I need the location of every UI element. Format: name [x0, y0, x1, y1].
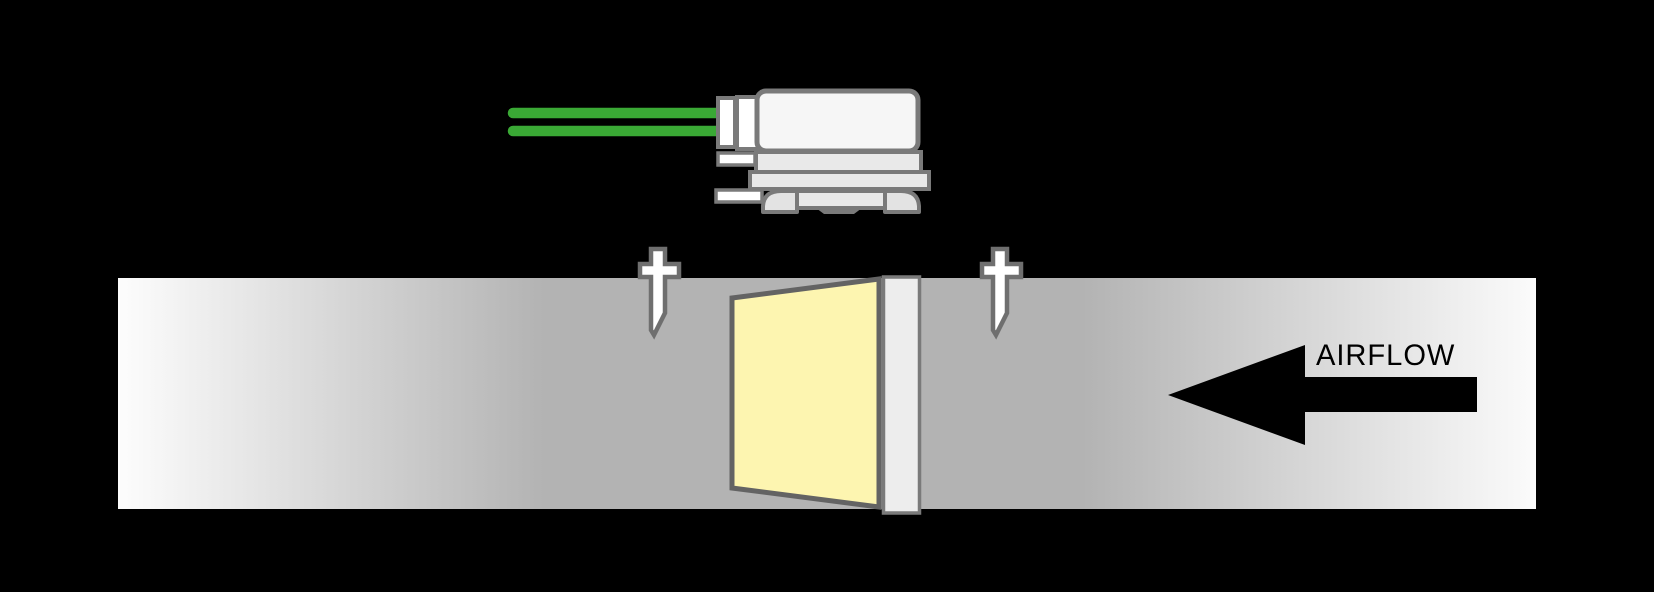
green-wire-leads: [507, 107, 727, 137]
filter-panel: [729, 276, 882, 510]
mounting-foot-left: [761, 189, 799, 214]
mounting-screw-right-icon: [979, 246, 1024, 340]
sensor-housing: [754, 88, 921, 154]
terminal-tab-upper: [716, 151, 757, 167]
mounting-foot-right: [883, 189, 921, 214]
mounting-screw-left-icon: [637, 246, 682, 340]
filter-frame-rail: [881, 275, 922, 515]
airflow-arrow-left-icon: [1168, 345, 1477, 445]
base-band-upper: [754, 150, 923, 174]
wire-connector-block-1: [716, 96, 737, 149]
airflow-label: AIRFLOW: [1316, 339, 1456, 372]
foot-center-pad: [816, 208, 862, 214]
duct-pressure-sensor-device: [507, 88, 931, 214]
terminal-tab-lower: [714, 188, 764, 204]
base-band-lower: [748, 170, 931, 191]
foot-center-bar: [795, 189, 887, 210]
